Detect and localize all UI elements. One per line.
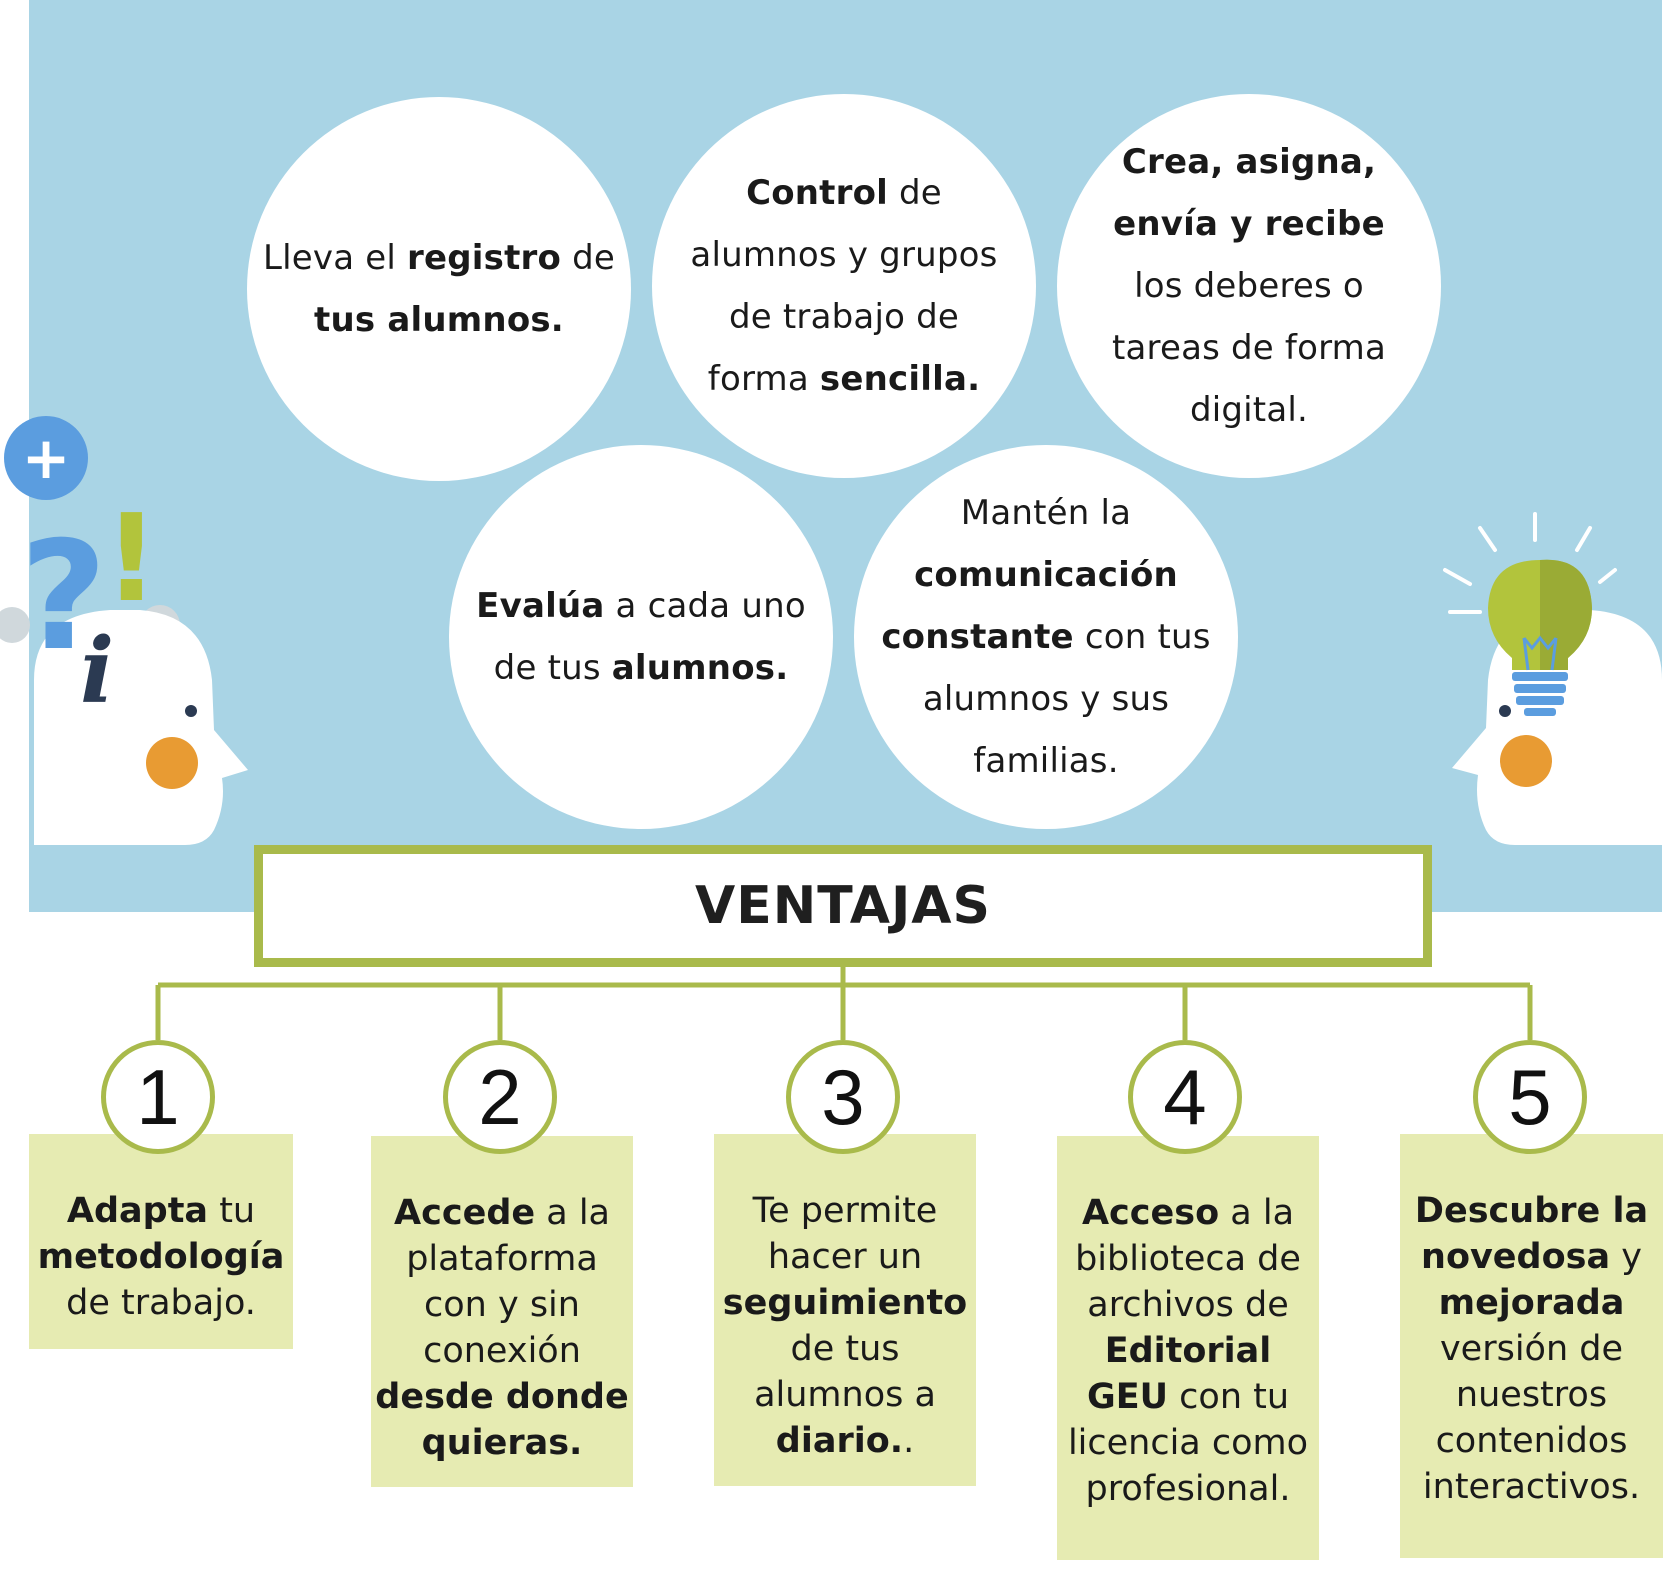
feature-circle-registro: Lleva el registro de tus alumnos. [247,97,631,481]
feature-circle-comunicacion: Mantén la comunicación constante con tus… [854,445,1238,829]
advantage-number-1: 1 [101,1040,215,1154]
advantage-text: Accede a la plataforma con y sin conexió… [375,1193,629,1463]
advantage-card-2: Accede a la plataforma con y sin conexió… [371,1136,633,1487]
feature-text: Evalúa a cada uno de tus alumnos. [476,586,806,688]
light-rays-icon [1443,512,1617,614]
advantage-number-4: 4 [1128,1040,1242,1154]
cheek-icon [1500,735,1552,787]
feature-circle-crea: Crea, asigna, envía y recibe los deberes… [1057,94,1441,478]
advantage-card-1: Adapta tu metodología de trabajo. [29,1134,293,1349]
plus-symbol: + [22,424,71,492]
light-bulb-icon [1488,559,1592,716]
advantage-card-3: Te permite hacer un seguimiento de tus a… [714,1134,976,1486]
idea-head-illustration [1443,512,1662,845]
ventajas-title: VENTAJAS [694,876,991,936]
cheek-icon [146,737,198,789]
advantage-text: Descubre la novedosa y mejorada versión … [1414,1191,1649,1507]
feature-text: Mantén la comunicación constante con tus… [881,493,1211,781]
feature-circle-evalua: Evalúa a cada uno de tus alumnos. [449,445,833,829]
feature-text: Control de alumnos y grupos de trabajo d… [690,173,998,399]
head-silhouette-icon [1452,610,1662,845]
advantage-card-5: Descubre la novedosa y mejorada versión … [1400,1134,1663,1558]
advantage-text: Acceso a la biblioteca de archivos de Ed… [1067,1193,1309,1509]
advantage-number-2: 2 [443,1040,557,1154]
feature-circle-control: Control de alumnos y grupos de trabajo d… [652,94,1036,478]
eye-icon [185,705,197,717]
question-mark-icon: ? [20,510,107,684]
advantage-number-5: 5 [1473,1040,1587,1154]
head-silhouette-icon [34,610,248,845]
eye-icon [1499,705,1511,717]
info-letter-icon: i [80,618,114,724]
tree-connectors [155,967,1533,1040]
thinking-head-illustration: + ? ! i [0,416,248,845]
plus-badge-icon [4,416,88,500]
advantage-text: Adapta tu metodología de trabajo. [37,1191,285,1323]
advantage-card-4: Acceso a la biblioteca de archivos de Ed… [1057,1136,1319,1560]
feature-text: Lleva el registro de tus alumnos. [262,238,615,340]
advantage-text: Te permite hacer un seguimiento de tus a… [722,1191,968,1461]
advantage-number-3: 3 [786,1040,900,1154]
feature-text: Crea, asigna, envía y recibe los deberes… [1111,142,1387,430]
ventajas-title-box: VENTAJAS [254,845,1432,967]
exclamation-mark-icon: ! [104,490,159,629]
